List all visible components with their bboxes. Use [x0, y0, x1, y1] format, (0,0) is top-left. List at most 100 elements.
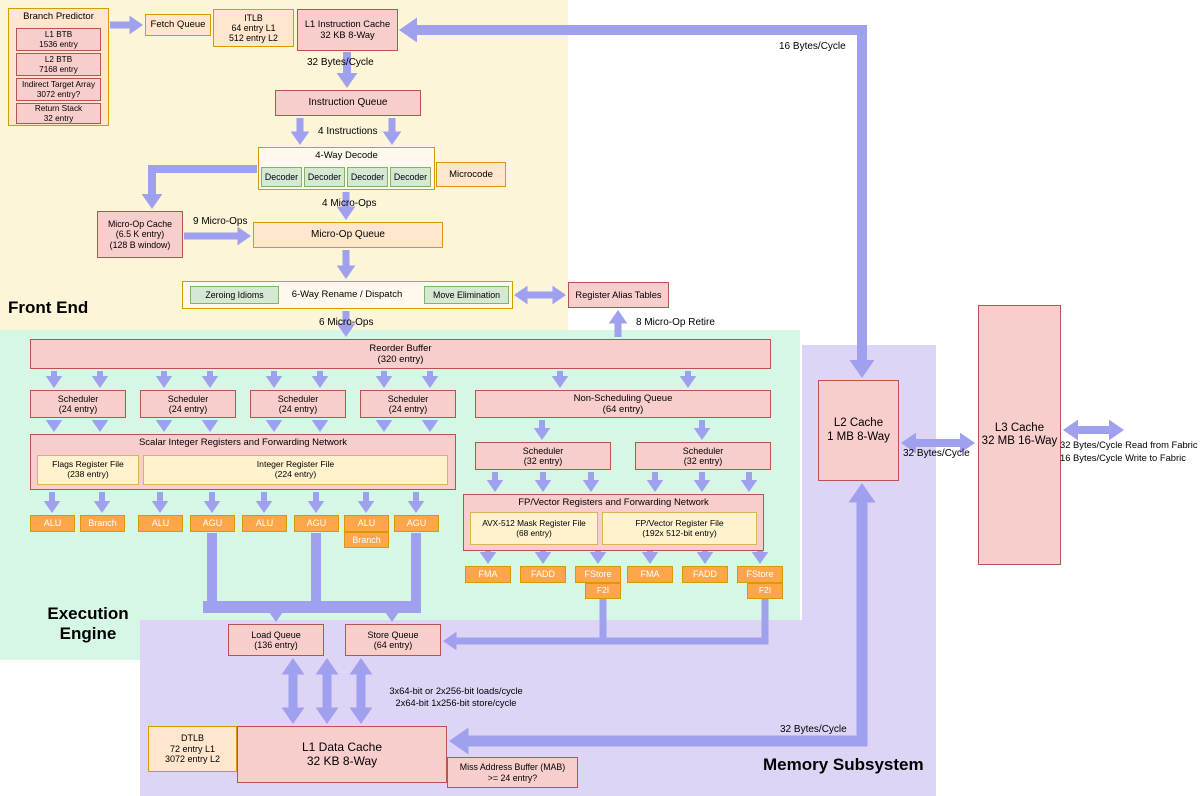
arrow [751, 551, 769, 564]
label-fabric-write: 16 Bytes/Cycle Write to Fabric [1060, 452, 1186, 463]
arrow [255, 492, 273, 513]
label-32-bytes-l1-l2: 32 Bytes/Cycle [780, 724, 847, 735]
rob-line2: (320 entry) [377, 354, 424, 365]
fma-unit-1: FMA [465, 566, 511, 583]
arrow [151, 492, 169, 513]
arrow [382, 118, 402, 145]
fma-unit-2: FMA [627, 566, 673, 583]
label-16-bytes-cycle: 16 Bytes/Cycle [779, 41, 846, 52]
label-6-micro-ops: 6 Micro-Ops [319, 317, 374, 328]
itlb-line1: ITLB [244, 12, 263, 23]
l2-cache-box: L2 Cache 1 MB 8-Way [818, 380, 899, 481]
arrow [201, 371, 219, 388]
store-queue-box: Store Queue (64 entry) [345, 624, 441, 656]
scheduler24-box-1: Scheduler (24 entry) [30, 390, 126, 418]
f2i-2-label: F2I [758, 585, 772, 596]
itlb-box: ITLB 64 entry L1 512 entry L2 [213, 9, 294, 47]
decoder-box-2: Decoder [304, 167, 345, 187]
store-queue-line2: (64 entry) [373, 640, 413, 650]
arrow [641, 551, 659, 564]
decoder-2-label: Decoder [307, 171, 342, 182]
arrow [307, 492, 325, 513]
int-rf-line2: (224 entry) [274, 469, 317, 479]
arrow [443, 599, 769, 651]
int-rf-line1: Integer Register File [256, 459, 335, 470]
arrow [589, 551, 607, 564]
microcode-box: Microcode [436, 162, 506, 187]
arrow [336, 311, 356, 337]
alu-1-label: ALU [43, 518, 62, 529]
arrow [380, 604, 404, 622]
flags-rf-line2: (238 entry) [67, 469, 109, 479]
rob-line1: Reorder Buffer [369, 342, 432, 354]
load-queue-line1: Load Queue [251, 629, 301, 640]
l1i-line1: L1 Instruction Cache [304, 19, 391, 30]
label-fabric-read: 32 Bytes/Cycle Read from Fabric [1060, 439, 1198, 450]
fma-1-label: FMA [478, 569, 498, 580]
instruction-queue-box: Instruction Queue [275, 90, 421, 116]
arrow [91, 371, 109, 388]
agu-unit-2: AGU [294, 515, 339, 532]
f2i-1-label: F2I [596, 585, 610, 596]
branch-1-label: Branch [88, 518, 117, 529]
arrow [421, 420, 439, 432]
branch-2-label: Branch [352, 534, 381, 545]
arrow [203, 492, 221, 513]
mab-line2: >= 24 entry? [487, 772, 538, 783]
arrow [45, 371, 63, 388]
bp-entry-indirect-line2: 3072 entry? [36, 89, 81, 99]
uop-cache-line2: (6.5 K entry) [115, 229, 165, 240]
alu-unit-4: ALU [344, 515, 389, 532]
arrow [533, 420, 551, 440]
uop-queue-label: Micro-Op Queue [311, 229, 385, 241]
mask-rf-line2: (68 entry) [516, 527, 552, 538]
non-scheduling-queue-box: Non-Scheduling Queue (64 entry) [475, 390, 771, 418]
fp-vector-register-file-box: FP/Vector Register File (192x 512-bit en… [602, 512, 757, 545]
bp-entry-return-stack: Return Stack 32 entry [16, 103, 101, 124]
arrow [155, 420, 173, 432]
f2i-unit-2: F2I [747, 583, 783, 599]
mab-line1: Miss Address Buffer (MAB) [459, 762, 566, 773]
label-loads-per-cycle: 3x64-bit or 2x256-bit loads/cycle [389, 686, 523, 696]
scheduler32-box-2: Scheduler (32 entry) [635, 442, 771, 470]
fstore-unit-1: FStore [575, 566, 621, 583]
bp-entry-return-line1: Return Stack [34, 103, 83, 113]
execution-engine-label: Execution Engine [36, 604, 140, 644]
arrow [91, 420, 109, 432]
register-alias-tables-box: Register Alias Tables [568, 282, 669, 308]
alu-unit-3: ALU [242, 515, 287, 532]
rename-dispatch-title: 6-Way Rename / Dispatch [282, 281, 412, 309]
l2-line1: L2 Cache [833, 417, 884, 430]
fstore-2-label: FStore [746, 569, 774, 580]
arrow [449, 483, 876, 755]
rename-dispatch-text: 6-Way Rename / Dispatch [291, 289, 403, 301]
sched24-1-line1: Scheduler [57, 393, 99, 404]
sched32-1-line1: Scheduler [522, 445, 564, 456]
agu-unit-1: AGU [190, 515, 235, 532]
sched24-3-line1: Scheduler [277, 393, 319, 404]
arrow [336, 192, 356, 220]
dtlb-line1: DTLB [180, 733, 204, 744]
arrow [265, 420, 283, 432]
arrow [582, 472, 600, 492]
arrow [336, 250, 356, 279]
move-elimination-label: Move Elimination [433, 289, 500, 300]
l3-line2: 32 MB 16-Way [981, 435, 1058, 447]
memory-subsystem-label: Memory Subsystem [763, 755, 924, 774]
l1-instruction-cache-box: L1 Instruction Cache 32 KB 8-Way [297, 9, 398, 51]
l3-cache-box: L3 Cache 32 MB 16-Way [978, 305, 1061, 565]
execution-label-line2: Engine [59, 624, 117, 643]
arrow [43, 492, 61, 513]
arrow [311, 420, 329, 432]
fadd-2-label: FADD [692, 569, 717, 580]
bp-entry-l1btb: L1 BTB 1536 entry [16, 28, 101, 51]
arrow [336, 52, 358, 88]
zeroing-idioms-label: Zeroing Idioms [205, 289, 264, 300]
arrow [265, 371, 283, 388]
scalar-network-title: Scalar Integer Registers and Forwarding … [138, 437, 348, 448]
move-elimination-box: Move Elimination [424, 286, 509, 304]
agu-unit-3: AGU [394, 515, 439, 532]
arrow [184, 226, 251, 246]
fstore-unit-2: FStore [737, 566, 783, 583]
